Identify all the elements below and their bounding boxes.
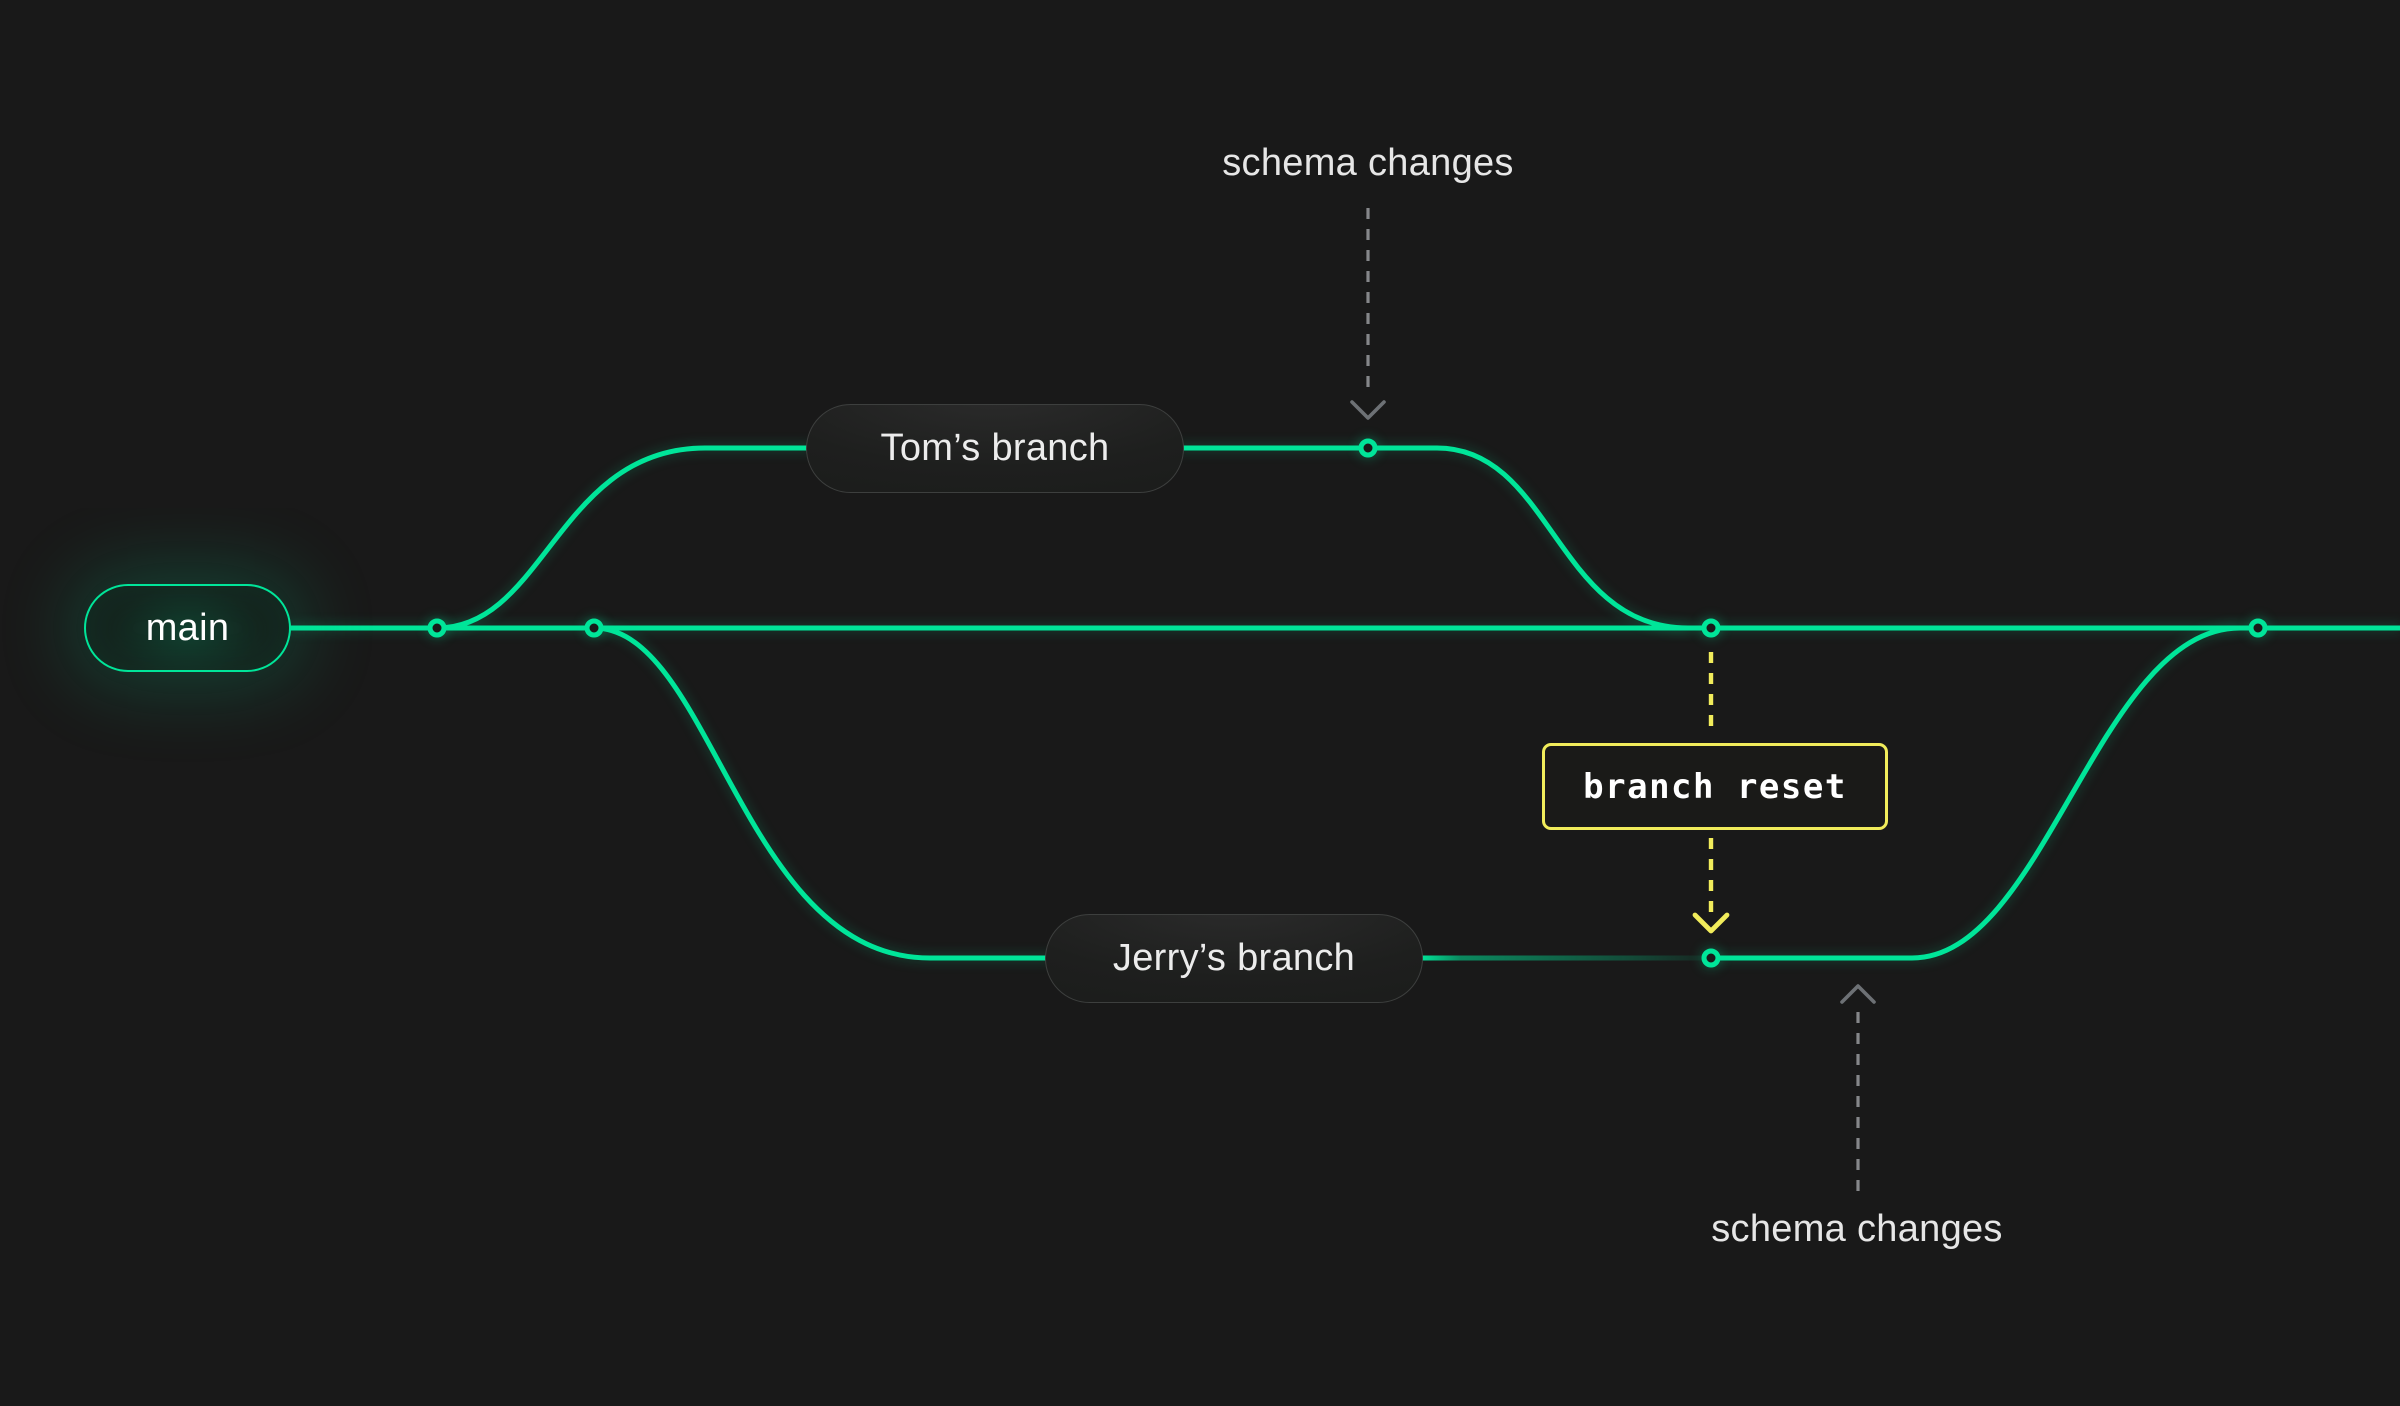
tom-branch-merge-line [1177,445,1691,631]
commit-dot [1701,618,1721,638]
commit-dot [2248,618,2268,638]
arrow-up-icon [1840,984,1876,1004]
commit-dot [1701,948,1721,968]
branch-reset-label: branch reset [1583,766,1847,807]
main-branch-label: main [145,606,230,649]
arrow-down-icon [1692,912,1730,934]
schema-changes-bottom-label: schema changes [1711,1208,2003,1250]
jerry-branch-merge-line [1708,625,2243,961]
commit-dot [1358,438,1378,458]
schema-changes-top-label: schema changes [1222,142,1514,184]
main-branch-pill: main [84,584,291,672]
jerry-branch-label: Jerry’s branch [1112,937,1356,979]
branch-reset-badge: branch reset [1542,743,1888,830]
commit-dot [427,618,447,638]
arrow-down-icon [1350,400,1386,420]
jerry-branch-pill: Jerry’s branch [1045,914,1423,1003]
jerry-branch-fork-line [591,625,1053,961]
tom-branch-fork-line [434,445,813,631]
commit-dot [584,618,604,638]
tom-branch-pill: Tom’s branch [806,404,1184,493]
tom-branch-label: Tom’s branch [880,427,1110,469]
